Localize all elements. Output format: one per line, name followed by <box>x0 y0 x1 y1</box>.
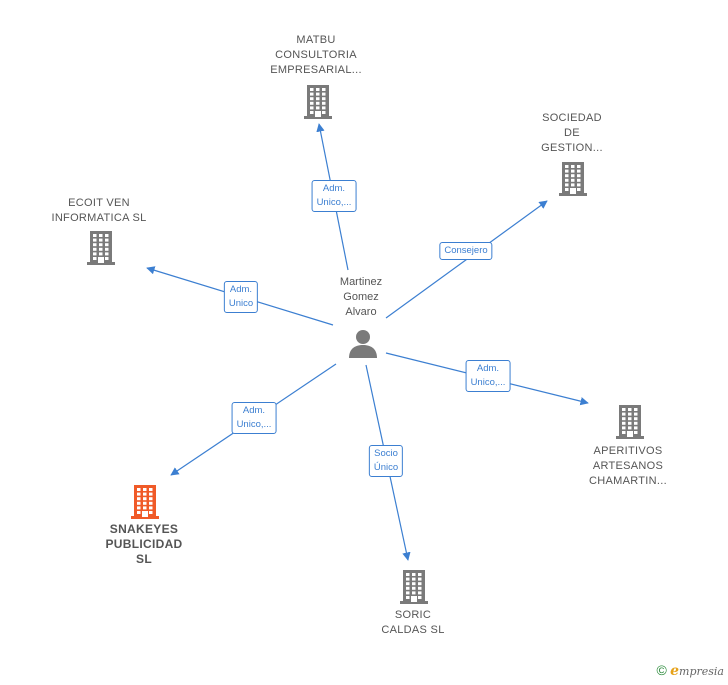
copyright-symbol: © <box>656 662 667 678</box>
building-icon-aperitivos[interactable] <box>616 405 644 444</box>
relation-label-snakeyes[interactable]: Adm. Unico,... <box>231 402 277 434</box>
building-icon-soric[interactable] <box>400 570 428 609</box>
relation-label-aperitivos[interactable]: Adm. Unico,... <box>465 360 511 392</box>
brand-name: mpresia <box>679 665 724 678</box>
company-label-sociedad[interactable]: SOCIEDAD DE GESTION... <box>541 112 603 154</box>
building-icon-sociedad[interactable] <box>559 162 587 201</box>
footer-brand: © empresia <box>656 662 724 679</box>
relation-label-soric[interactable]: Socio Único <box>368 445 404 477</box>
company-label-aperitivos[interactable]: APERITIVOS ARTESANOS CHAMARTIN... <box>589 445 667 487</box>
relation-label-matbu[interactable]: Adm. Unico,... <box>311 180 357 212</box>
company-label-ecoit[interactable]: ECOIT VEN INFORMATICA SL <box>51 197 147 224</box>
brand-logo-initial: e <box>670 663 680 679</box>
building-icon-matbu[interactable] <box>304 85 332 124</box>
relation-label-ecoit[interactable]: Adm. Unico <box>223 281 259 313</box>
person-icon[interactable] <box>348 328 378 363</box>
building-icon-snakeyes[interactable] <box>131 485 159 524</box>
center-person-label[interactable]: Martinez Gomez Alvaro <box>339 276 383 318</box>
relation-label-sociedad[interactable]: Consejero <box>439 242 493 260</box>
company-label-snakeyes[interactable]: SNAKEYES PUBLICIDAD SL <box>105 522 183 566</box>
company-label-soric[interactable]: SORIC CALDAS SL <box>381 609 445 636</box>
company-label-matbu[interactable]: MATBU CONSULTORIA EMPRESARIAL... <box>270 34 362 76</box>
building-icon-ecoit[interactable] <box>87 231 115 270</box>
